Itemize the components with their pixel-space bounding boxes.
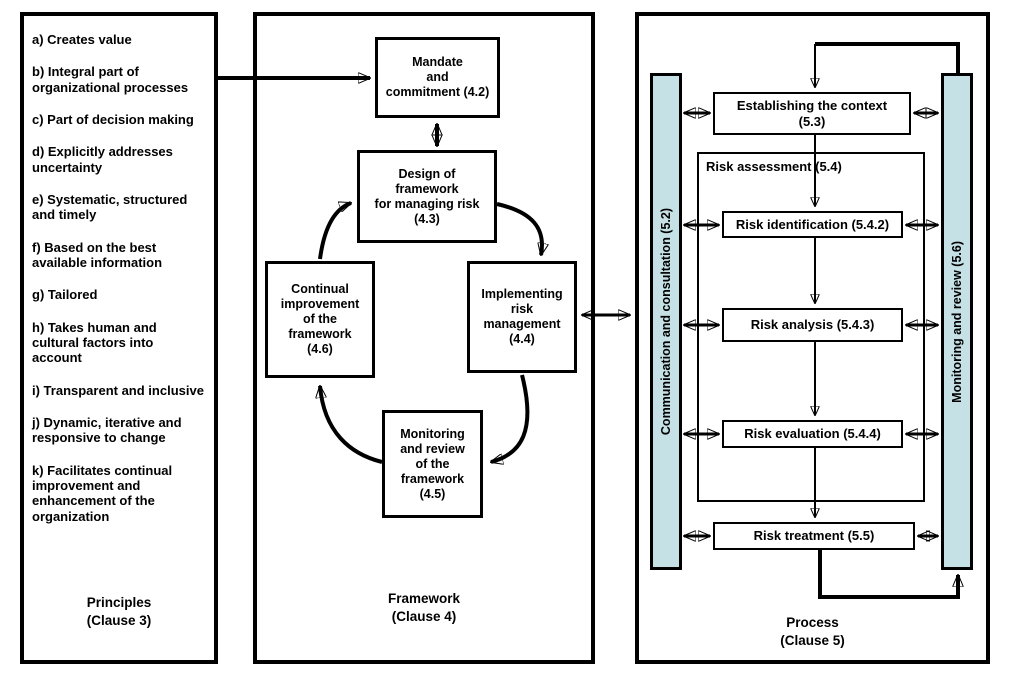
risk-evaluation-box: Risk evaluation (5.4.4) (722, 420, 903, 448)
monitoring-review-bar: Monitoring and review (5.6) (941, 73, 973, 570)
principle-e: e) Systematic, structured and timely (32, 191, 188, 223)
risk-assessment-label: Risk assessment (5.4) (706, 159, 842, 174)
principle-i: i) Transparent and inclusive (32, 382, 204, 398)
risk-treatment-box: Risk treatment (5.5) (713, 522, 915, 550)
principle-d: d) Explicitly addresses uncertainty (32, 144, 173, 175)
establishing-context-box: Establishing the context (5.3) (713, 92, 911, 135)
process-footer: Process (Clause 5) (780, 615, 845, 648)
principle-c: c) Part of decision making (32, 111, 194, 127)
continual-improvement-box: Continual improvement of the framework (… (265, 261, 375, 378)
risk-identification-box: Risk identification (5.4.2) (722, 211, 903, 238)
design-framework-box: Design of framework for managing risk (4… (357, 150, 497, 243)
principles-footer: Principles (Clause 3) (86, 595, 152, 628)
mandate-commitment-box: Mandate and commitment (4.2) (375, 37, 500, 118)
principle-h: h) Takes human and cultural factors into… (32, 319, 157, 366)
principle-k: k) Facilitates continual improvement and… (32, 462, 173, 524)
principle-f: f) Based on the best available informati… (32, 239, 163, 270)
principle-g: g) Tailored (32, 287, 98, 303)
principle-b: b) Integral part of organizational proce… (32, 64, 189, 95)
principle-j: j) Dynamic, iterative and responsive to … (32, 414, 182, 446)
implementing-risk-box: Implementing risk management (4.4) (467, 261, 577, 373)
communication-bar-label: Communication and consultation (5.2) (659, 207, 673, 436)
monitoring-review-framework-box: Monitoring and review of the framework (… (382, 410, 483, 518)
principles-list: a) Creates value b) Integral part of org… (32, 32, 214, 524)
monitoring-bar-label: Monitoring and review (5.6) (950, 240, 964, 403)
risk-analysis-box: Risk analysis (5.4.3) (722, 308, 903, 342)
communication-consultation-bar: Communication and consultation (5.2) (650, 73, 682, 570)
principles-panel (20, 12, 218, 664)
framework-footer: Framework (Clause 4) (387, 591, 461, 624)
principle-a: a) Creates value (32, 32, 132, 47)
